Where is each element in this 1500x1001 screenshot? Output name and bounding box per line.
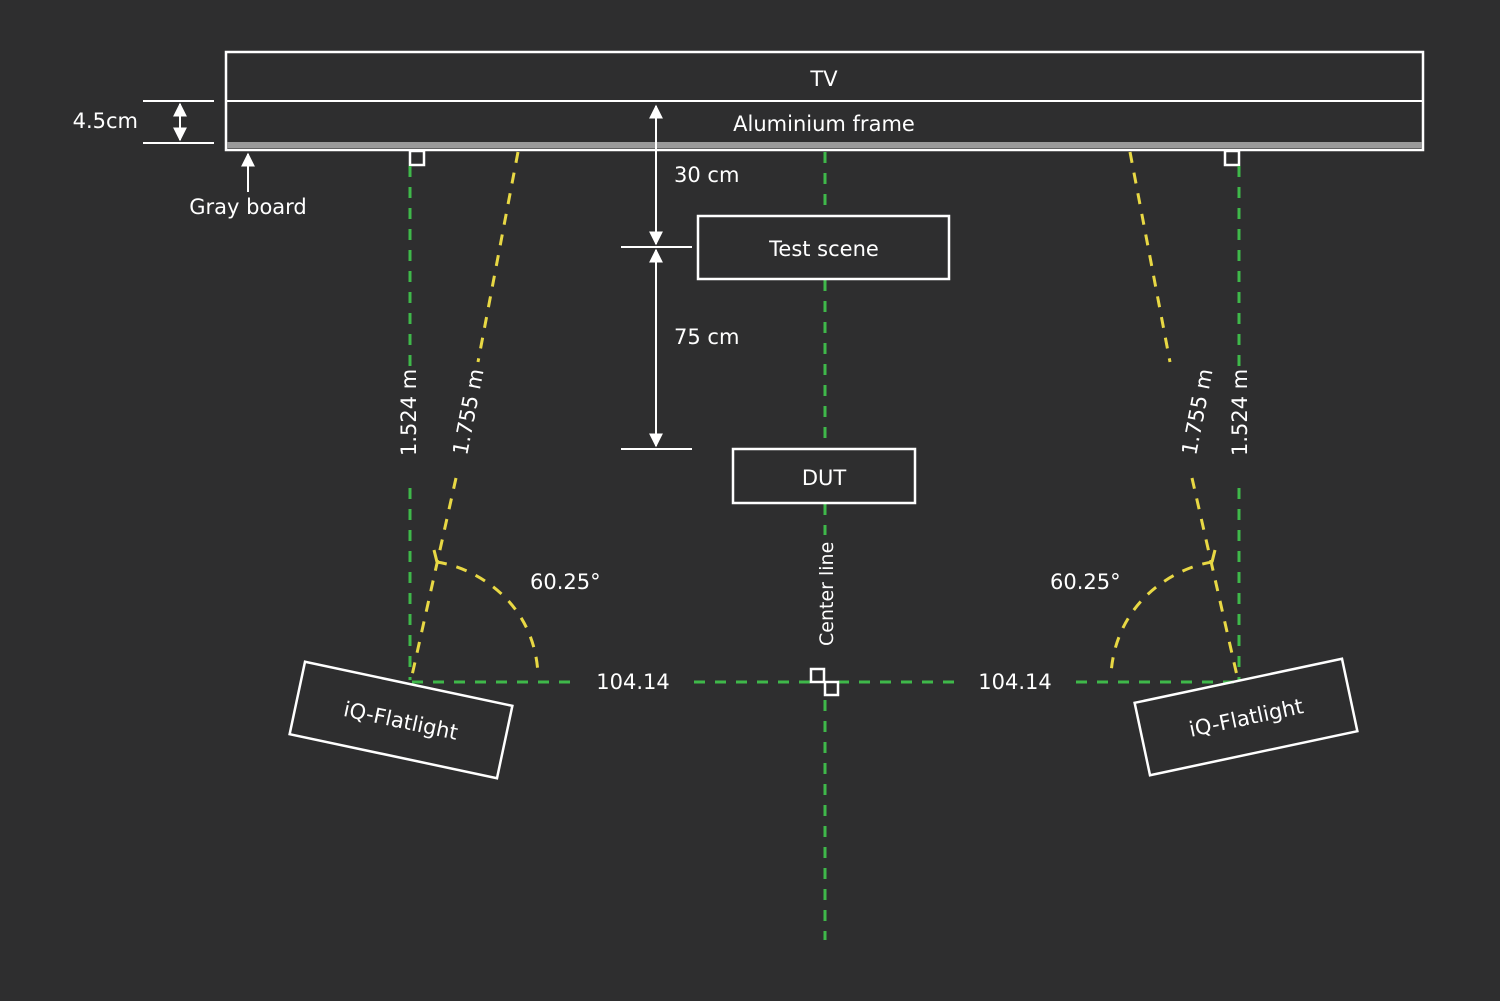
test-scene-box (696, 214, 951, 281)
gray-board-label: Gray board (189, 195, 307, 219)
left-angle-arc-tick (432, 549, 439, 563)
dut-box (731, 447, 917, 505)
right-perp-label: 1.524 m (1228, 369, 1252, 456)
dist-frame-scene-label: 30 cm (674, 163, 739, 187)
right-diag-label: 1.755 m (1177, 367, 1217, 457)
tv-label: TV (809, 67, 838, 91)
left-mount-marker (408, 149, 426, 167)
right-angle-arc (1109, 560, 1214, 675)
right-diag-line-top (1128, 151, 1172, 363)
dist-scene-dut-label: 75 cm (674, 325, 739, 349)
center-marker-a (809, 667, 826, 684)
left-diag-label: 1.755 m (448, 367, 488, 457)
center-line-label: Center line (816, 542, 838, 646)
left-angle-label: 60.25° (530, 570, 601, 594)
left-angle-arc (435, 560, 540, 675)
thickness-label: 4.5cm (73, 109, 138, 133)
left-perp-label: 1.524 m (397, 369, 421, 456)
frame-label: Aluminium frame (733, 112, 915, 136)
right-flatlight-label: iQ-Flatlight (1187, 694, 1306, 742)
left-flatlight-label: iQ-Flatlight (342, 697, 461, 745)
right-angle-label: 60.25° (1050, 570, 1121, 594)
left-diag-line-top (476, 151, 520, 363)
left-horizontal-label: 104.14 (596, 670, 669, 694)
dut-label: DUT (802, 466, 847, 490)
test-scene-label: Test scene (768, 237, 879, 261)
gray-board-strip (227, 142, 1422, 148)
right-angle-arc-tick (1210, 549, 1217, 563)
center-marker-b (823, 680, 840, 697)
right-mount-marker (1223, 149, 1241, 167)
left-diag-line-bottom (409, 477, 458, 681)
right-flatlight: iQ-Flatlight (1133, 657, 1359, 777)
left-flatlight: iQ-Flatlight (288, 660, 514, 780)
right-diag-line-bottom (1190, 477, 1240, 681)
right-horizontal-label: 104.14 (978, 670, 1051, 694)
